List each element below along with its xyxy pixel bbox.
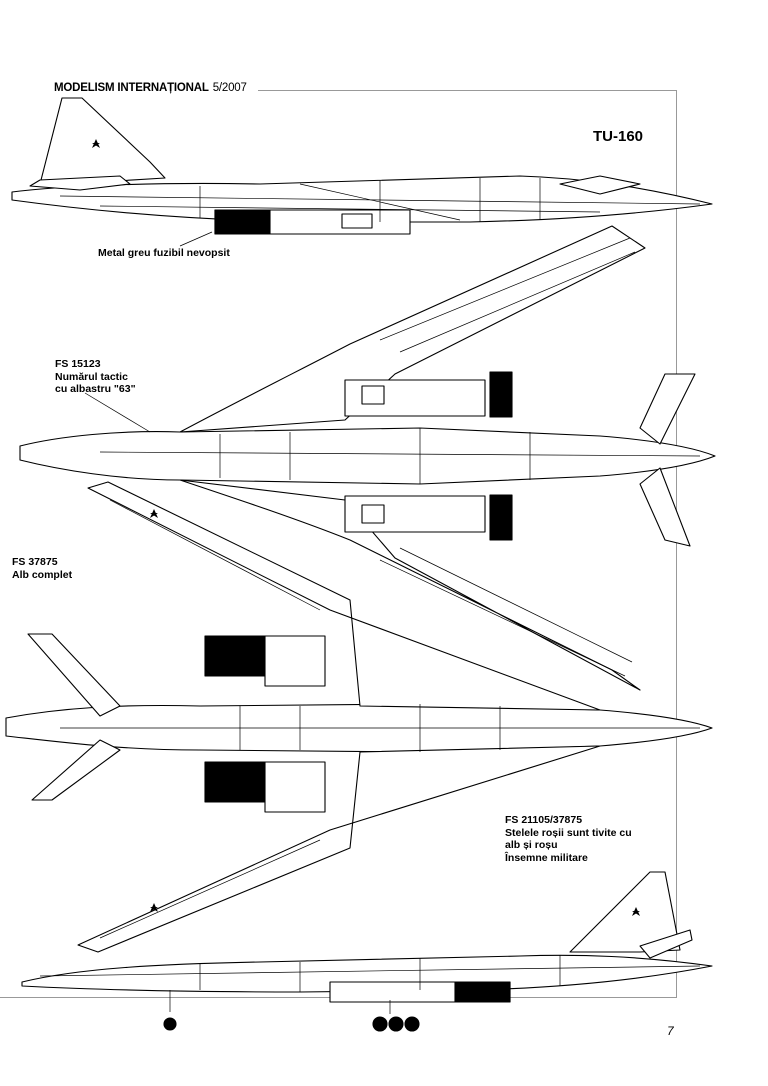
note-line: Numărul tactic [55, 370, 128, 383]
note-line: FS 15123 [55, 358, 101, 370]
note-unpainted-metal: Metal greu fuzibil nevopsit [98, 247, 230, 259]
side-profile-top [11, 97, 713, 247]
note-line: Însemne militare [505, 851, 588, 864]
plan-view-upper [19, 225, 716, 691]
header-rule [258, 90, 676, 91]
note-line: Stelele roșii sunt tivite cu [505, 826, 632, 839]
note-fs15123: FS 15123 Numărul tactic cu albastru "63" [55, 358, 136, 396]
note-fs37875: FS 37875 Alb complet [12, 556, 72, 581]
note-line: FS 21105/37875 [505, 814, 583, 826]
frame-right-rule [676, 90, 677, 998]
note-fs21105: FS 21105/37875 Stelele roșii sunt tivite… [505, 814, 632, 864]
aircraft-title: TU-160 [593, 128, 644, 145]
note-line: Alb complet [12, 568, 73, 581]
magazine-name: MODELISM INTERNAȚIONAL [54, 82, 209, 94]
plan-view-lower [5, 481, 713, 953]
side-profile-bottom [21, 871, 713, 1032]
note-line: alb și roșu [505, 839, 558, 851]
note-line: FS 37875 [12, 556, 58, 568]
note-line: cu albastru "63" [55, 383, 136, 395]
issue-number: 5/2007 [212, 82, 247, 94]
page-number: 7 [667, 1024, 674, 1038]
